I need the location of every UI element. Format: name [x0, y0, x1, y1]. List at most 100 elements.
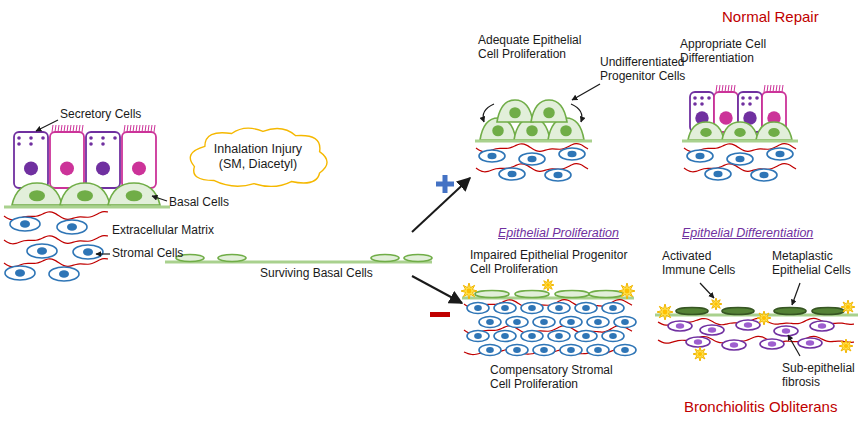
leader-line — [700, 283, 714, 298]
cell-nucleus — [744, 322, 752, 328]
cell-nucleus — [132, 161, 146, 175]
stromal-cell — [668, 321, 692, 331]
cell-nucleus — [560, 125, 572, 136]
cilium — [728, 85, 729, 92]
part-label: Stromal Cells — [112, 247, 183, 261]
stromal-cell — [545, 169, 571, 181]
basal-cell — [108, 183, 160, 205]
cell-nucleus — [507, 171, 516, 178]
stromal-cell — [519, 153, 545, 165]
cell-nucleus — [67, 223, 77, 231]
cell-nucleus — [582, 333, 590, 339]
cell-nucleus — [735, 156, 744, 163]
cell-nucleus — [759, 172, 768, 179]
phase-heading: Epithelial Differentiation — [682, 226, 813, 240]
secretory-granule — [29, 136, 33, 140]
stromal-cell — [73, 245, 103, 259]
secretory-granule — [89, 136, 93, 140]
stromal-cell — [506, 345, 528, 356]
cell-nucleus — [730, 342, 738, 348]
basement-membrane — [682, 140, 798, 143]
cilium — [770, 85, 771, 92]
cell-nucleus — [513, 319, 521, 325]
cilium — [151, 125, 152, 132]
secretory-granule — [748, 96, 752, 100]
secretory-granule — [17, 136, 21, 140]
cell-nucleus — [567, 151, 576, 158]
stromal-cell — [559, 148, 585, 160]
basement-membrane — [4, 206, 170, 209]
cell-nucleus — [621, 319, 629, 325]
immune-cell-core — [663, 310, 668, 315]
metaplastic-cell — [722, 308, 754, 315]
cilium — [154, 125, 155, 132]
surviving-basal-cell — [371, 255, 399, 262]
stromal-cell — [49, 267, 79, 281]
stromal-cell — [533, 345, 555, 356]
stromal-cell — [700, 325, 724, 335]
cell-nucleus — [83, 248, 93, 256]
basal-cell — [756, 122, 792, 140]
cell-nucleus — [768, 128, 780, 137]
stromal-cell — [467, 303, 489, 314]
cell-nucleus — [582, 305, 590, 311]
cilium — [139, 125, 140, 132]
cell-nucleus — [567, 347, 575, 353]
stromal-cell — [687, 150, 713, 162]
immune-cell-core — [625, 289, 630, 294]
secretory-granule — [113, 136, 117, 140]
basal-cell — [531, 100, 567, 122]
cell-nucleus — [96, 161, 110, 175]
stromal-cell — [767, 148, 793, 160]
stromal-cell — [798, 338, 822, 348]
stromal-cell — [774, 326, 798, 336]
injury-cloud: Inhalation Injury (SM, Diacetyl) — [184, 125, 333, 189]
cilium — [142, 125, 143, 132]
cilium — [779, 85, 780, 92]
cell-nucleus — [513, 347, 521, 353]
cell-nucleus — [719, 111, 732, 124]
cell-nucleus — [486, 319, 494, 325]
flattened-epithelial-cell — [515, 291, 549, 298]
stromal-cell — [587, 345, 609, 356]
immune-cell-core — [846, 305, 850, 309]
cell-nucleus — [526, 125, 538, 136]
stromal-cell — [521, 331, 543, 342]
cell-nucleus — [553, 172, 562, 179]
part-label: Basal Cells — [169, 196, 229, 210]
secretory-cell — [86, 132, 120, 188]
stromal-cell — [760, 339, 784, 349]
cell-nucleus — [609, 305, 617, 311]
basal-cell — [12, 183, 62, 205]
cell-nucleus — [708, 327, 716, 333]
ciliated-cell — [50, 132, 84, 188]
surviving-basal-cell — [404, 255, 432, 262]
immune-cell — [619, 283, 635, 299]
cell-nucleus — [15, 269, 25, 277]
cell-nucleus — [734, 128, 746, 137]
cilium — [148, 125, 149, 132]
stromal-cell — [467, 331, 489, 342]
stromal-cell — [736, 320, 760, 330]
cilium — [767, 85, 768, 92]
phase-heading: Epithelial Proliferation — [498, 226, 619, 240]
secretory-granule — [741, 96, 745, 100]
stromal-cell — [575, 331, 597, 342]
cloud-shape — [190, 128, 327, 186]
secretory-granule — [707, 96, 711, 100]
surviving-basal-cell — [218, 255, 246, 262]
cell-nucleus — [555, 333, 563, 339]
cell-nucleus — [782, 328, 790, 334]
process-label: Appropriate Cell Differentiation — [680, 38, 805, 66]
cell-nucleus — [492, 125, 504, 136]
stromal-cell — [5, 266, 35, 280]
cilium — [136, 125, 137, 132]
cilium — [776, 85, 777, 92]
stromal-cell — [751, 169, 777, 181]
cell-nucleus — [77, 190, 93, 201]
cell-nucleus — [806, 340, 814, 346]
secretory-granule — [101, 136, 105, 140]
cell-nucleus — [775, 151, 784, 158]
cilium — [58, 125, 59, 132]
cell-nucleus — [20, 220, 30, 228]
